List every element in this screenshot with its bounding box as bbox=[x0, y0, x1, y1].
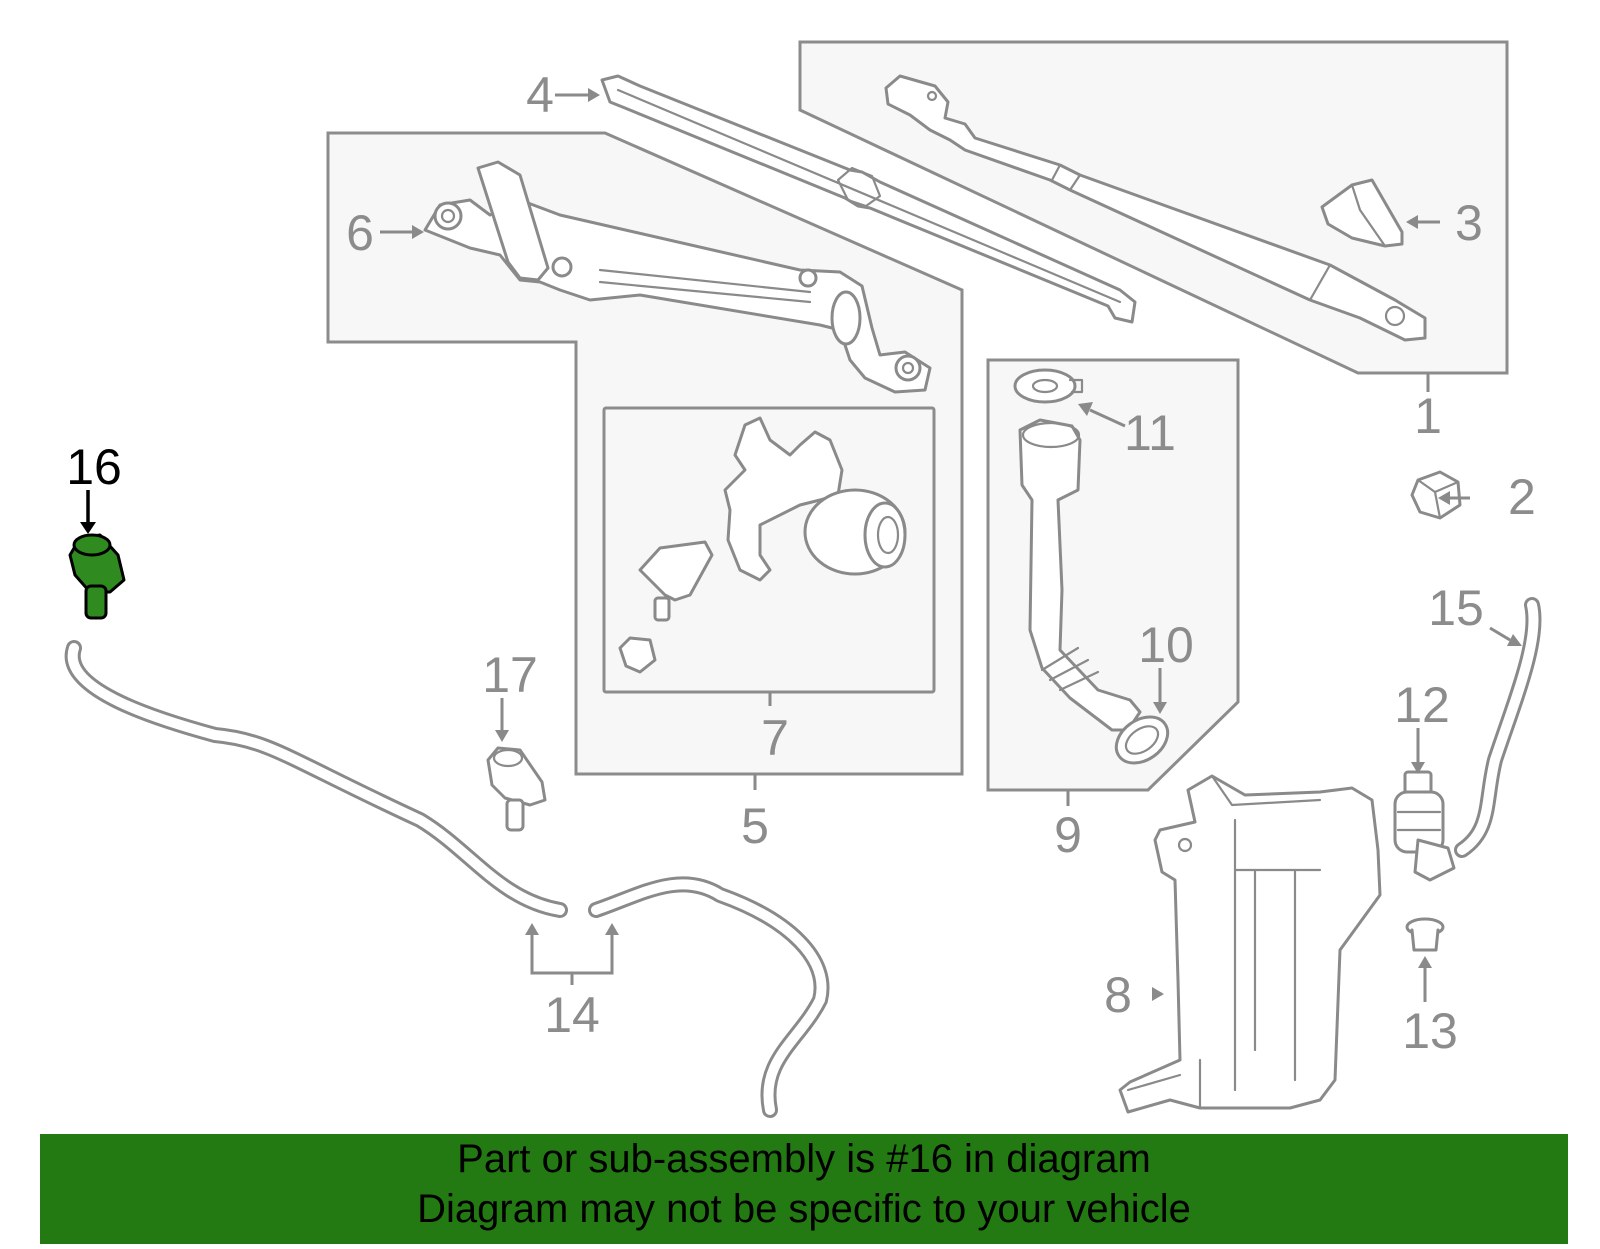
filler-neck-part bbox=[1018, 418, 1142, 732]
washer-pump-part bbox=[1393, 770, 1456, 882]
info-banner: Part or sub-assembly is #16 in diagram D… bbox=[40, 1134, 1568, 1244]
callout-6: 6 bbox=[346, 205, 374, 261]
callout-11: 11 bbox=[1124, 405, 1176, 461]
washer-hose-part bbox=[64, 640, 830, 1118]
callout-13: 13 bbox=[1402, 1003, 1458, 1059]
callout-5: 5 bbox=[741, 798, 769, 854]
wiper-arm-part bbox=[884, 74, 1427, 342]
callout-1: 1 bbox=[1414, 388, 1442, 444]
wiper-blade-part bbox=[600, 74, 1137, 324]
arm-cap-part bbox=[1320, 178, 1404, 248]
wiper-linkage-part bbox=[423, 160, 932, 394]
washer-nozzle-16-highlighted bbox=[68, 533, 126, 620]
callout-10: 10 bbox=[1138, 617, 1194, 673]
nut-part bbox=[1410, 470, 1462, 520]
banner-line-disclaimer: Diagram may not be specific to your vehi… bbox=[417, 1187, 1191, 1231]
callout-3: 3 bbox=[1455, 195, 1483, 251]
callout-4: 4 bbox=[526, 67, 554, 123]
leader-lines bbox=[80, 88, 1522, 1002]
callout-17: 17 bbox=[482, 647, 538, 703]
banner-line-part-number: Part or sub-assembly is #16 in diagram bbox=[457, 1137, 1151, 1181]
callout-labels: 1 2 3 4 5 6 7 8 9 10 11 12 13 14 15 17 1… bbox=[66, 67, 1536, 1059]
callout-2: 2 bbox=[1508, 469, 1536, 525]
grommet-part bbox=[1405, 917, 1445, 952]
callout-9: 9 bbox=[1054, 807, 1082, 863]
washer-nozzle-17-part bbox=[486, 746, 547, 832]
callout-7: 7 bbox=[761, 710, 789, 766]
callout-15: 15 bbox=[1428, 580, 1484, 636]
filler-cap-part bbox=[1013, 368, 1084, 404]
seal-ring-part bbox=[1114, 715, 1170, 765]
callout-12: 12 bbox=[1394, 677, 1450, 733]
washer-reservoir-part bbox=[1118, 774, 1382, 1114]
callout-14: 14 bbox=[544, 987, 600, 1043]
wiper-motor-part bbox=[618, 416, 907, 674]
callout-8: 8 bbox=[1104, 967, 1132, 1023]
callout-16-highlighted: 16 bbox=[66, 439, 122, 495]
pump-hose-part bbox=[1454, 597, 1542, 858]
